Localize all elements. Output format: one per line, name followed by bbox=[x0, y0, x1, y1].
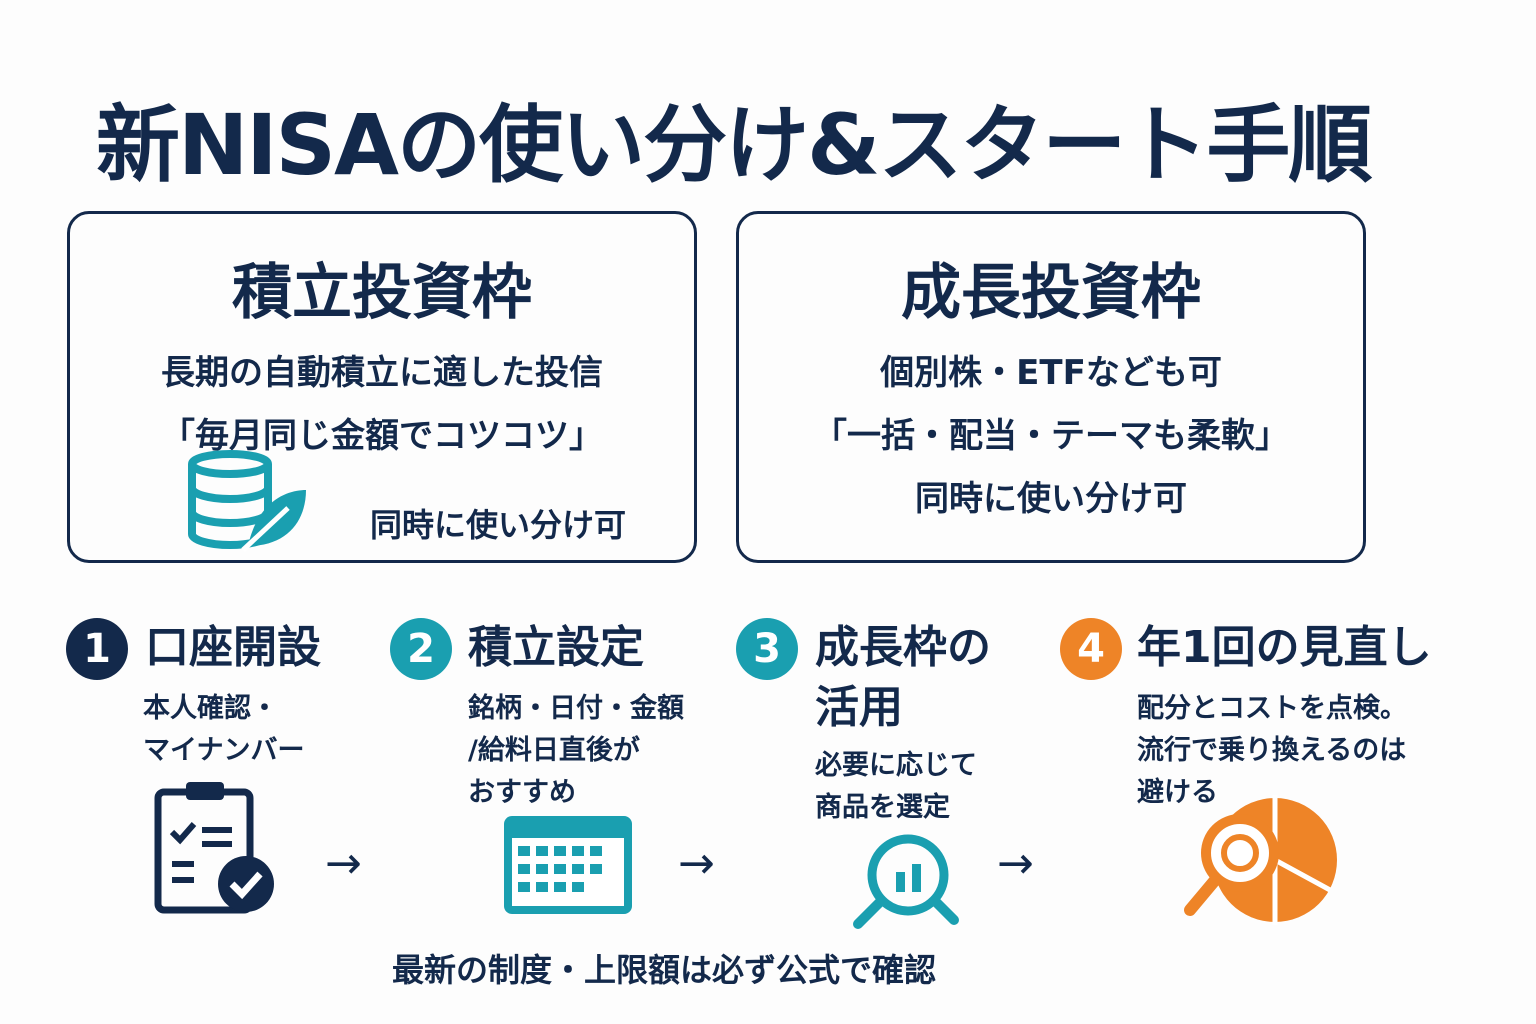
calendar-icon bbox=[504, 816, 632, 914]
step-4-desc: 配分とコストを点検。流行で乗り換えるのは避ける bbox=[1137, 693, 1407, 808]
arrow-icon: → bbox=[678, 838, 715, 889]
card-title: 積立投資枠 bbox=[232, 258, 532, 328]
step-3-title: 成長枠の活用 bbox=[815, 622, 991, 733]
card-seicho: 成長投資枠 個別株・ETFなども可 「一括・配当・テーマも柔軟」 同時に使い分け… bbox=[736, 211, 1366, 563]
card-note: 同時に使い分け可 bbox=[915, 479, 1187, 519]
step-4-badge: 4 bbox=[1060, 618, 1122, 680]
arrow-icon: → bbox=[325, 838, 362, 889]
card-line: 個別株・ETFなども可 bbox=[880, 353, 1222, 393]
page-title: 新NISAの使い分け&スタート手順 bbox=[96, 96, 1372, 194]
card-line: 「一括・配当・テーマも柔軟」 bbox=[813, 416, 1289, 456]
step-2-title: 積立設定 bbox=[468, 622, 644, 673]
footer-note: 最新の制度・上限額は必ず公式で確認 bbox=[392, 951, 937, 989]
pie-magnifier-icon bbox=[1184, 795, 1337, 925]
step-2-badge: 2 bbox=[390, 618, 452, 680]
card-note: 同時に使い分け可 bbox=[370, 506, 627, 544]
magnifier-chart-icon bbox=[853, 834, 959, 929]
step-3-badge: 3 bbox=[736, 618, 798, 680]
step-3-desc: 必要に応じて商品を選定 bbox=[815, 750, 977, 823]
step-1-badge: 1 bbox=[66, 618, 128, 680]
step-4-title: 年1回の見直し bbox=[1137, 622, 1432, 673]
step-1-title: 口座開設 bbox=[145, 622, 321, 673]
clipboard-check-icon bbox=[154, 782, 274, 914]
card-line: 「毎月同じ金額でコツコツ」 bbox=[161, 416, 603, 456]
step-2-desc: 銘柄・日付・金額/給料日直後がおすすめ bbox=[468, 693, 684, 808]
arrow-icon: → bbox=[997, 838, 1034, 889]
card-title: 成長投資枠 bbox=[901, 258, 1201, 328]
coin-stack-leaf-icon bbox=[188, 450, 306, 552]
card-line: 長期の自動積立に適した投信 bbox=[161, 353, 603, 393]
step-1-desc: 本人確認・マイナンバー bbox=[143, 693, 305, 766]
card-tsumitate: 積立投資枠 長期の自動積立に適した投信 「毎月同じ金額でコツコツ」 同時に使い分… bbox=[67, 211, 697, 563]
